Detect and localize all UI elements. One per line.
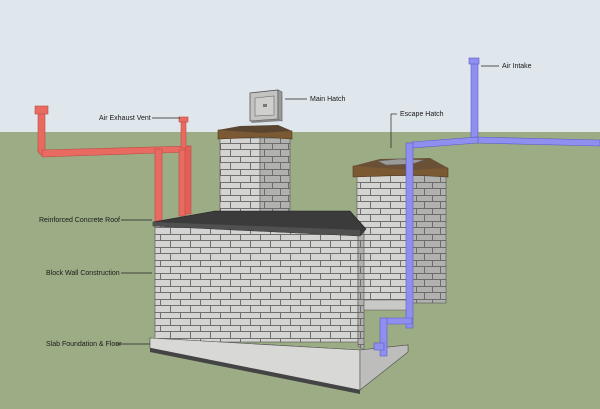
air-intake-pipe <box>373 57 600 357</box>
label-block-wall-construction: Block Wall Construction <box>46 270 120 277</box>
callout-leaders <box>116 65 499 345</box>
label-air-intake: Air Intake <box>502 63 532 70</box>
label-main-hatch: Main Hatch <box>310 96 346 103</box>
main-hatch-chimney <box>217 89 293 217</box>
label-escape-hatch: Escape Hatch <box>400 111 444 118</box>
label-slab-foundation-floor: Slab Foundation & Floor <box>46 341 122 348</box>
main-block-structure <box>149 210 409 394</box>
escape-hatch-chimney <box>352 158 449 311</box>
air-exhaust-pipe <box>34 105 192 222</box>
label-reinforced-concrete-roof: Reinforced Concrete Roof <box>39 217 120 224</box>
main-hatch-box <box>249 89 283 123</box>
label-air-exhaust-vent: Air Exhaust Vent <box>99 115 151 122</box>
